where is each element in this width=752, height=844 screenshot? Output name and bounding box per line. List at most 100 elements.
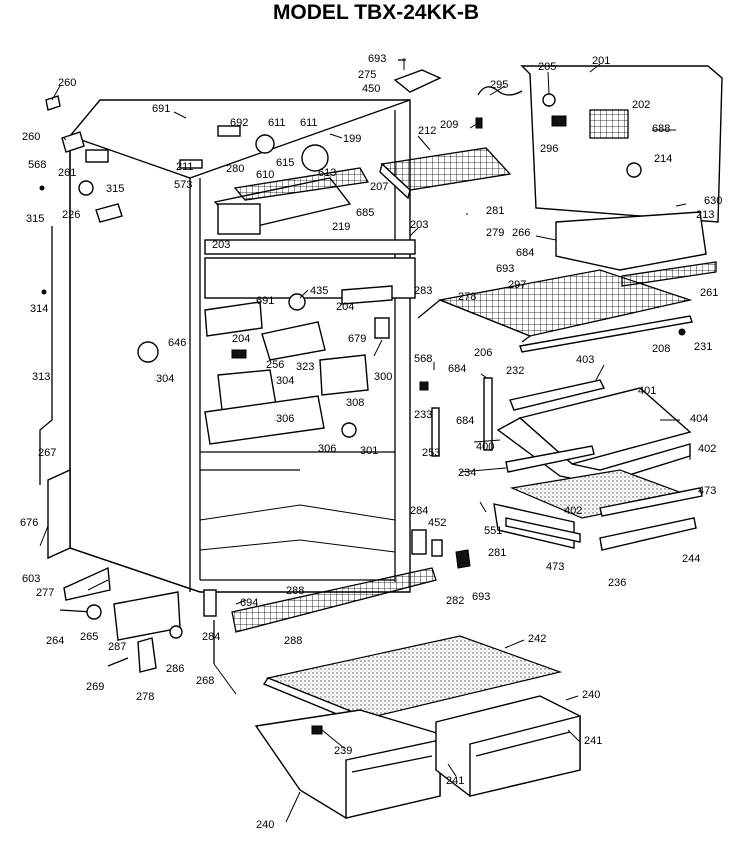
callout-304-left: 304 (156, 373, 174, 385)
trim-234 (505, 445, 595, 473)
trim-473 (599, 487, 703, 517)
callout-244: 244 (682, 553, 700, 565)
callout-676: 676 (20, 517, 38, 529)
callout-281-top: 281 (486, 205, 504, 217)
callout-615: 615 (276, 157, 294, 169)
wiring-295 (475, 86, 523, 129)
callout-286: 286 (166, 663, 184, 675)
control-bracket-204 (204, 301, 263, 337)
callout-685: 685 (356, 207, 374, 219)
callout-693-lower: 693 (472, 591, 490, 603)
callout-208: 208 (652, 343, 670, 355)
callout-403: 403 (576, 354, 594, 366)
switch-256 (231, 349, 247, 359)
callout-213: 213 (696, 209, 714, 221)
callout-630: 630 (704, 195, 722, 207)
callout-261-left: 261 (58, 167, 76, 179)
callout-226: 226 (62, 209, 80, 221)
cabinet (47, 99, 411, 593)
callout-435: 435 (310, 285, 328, 297)
callout-693: 693 (368, 53, 386, 65)
diagram-title: MODEL TBX-24KK-B (273, 1, 479, 24)
trim-473-lower (505, 517, 581, 543)
callout-278-top: 278 (458, 291, 476, 303)
callout-611-b: 611 (300, 117, 318, 129)
bin-266 (555, 211, 707, 271)
item-435 (288, 293, 306, 311)
screw-231 (678, 328, 686, 336)
callout-692: 692 (230, 117, 248, 129)
duct-212-base (379, 162, 411, 200)
callout-207: 207 (370, 181, 388, 193)
callout-282: 282 (446, 595, 464, 607)
callout-202: 202 (632, 99, 650, 111)
callout-281-lower: 281 (488, 547, 506, 559)
callout-260-left: 260 (22, 131, 40, 143)
callout-473-right: 473 (698, 485, 716, 497)
callout-300: 300 (374, 371, 392, 383)
callout-240-right: 240 (582, 689, 600, 701)
callout-691-mid: 691 (256, 295, 274, 307)
callout-284-lower: 284 (202, 631, 220, 643)
callout-679: 679 (348, 333, 366, 345)
callout-613: 613 (318, 167, 336, 179)
callout-209: 209 (440, 119, 458, 131)
callout-278-lower: 278 (136, 691, 154, 703)
light-214 (626, 162, 642, 178)
callout-267: 267 (38, 447, 56, 459)
clip-239 (311, 725, 323, 735)
callout-306-upper: 306 (276, 413, 294, 425)
callout-308: 308 (346, 397, 364, 409)
callout-400: 400 (476, 441, 494, 453)
fan-613 (301, 144, 329, 172)
knob-646 (137, 341, 159, 363)
callout-241-mid: 241 (446, 775, 464, 787)
callout-240-left: 240 (256, 819, 274, 831)
callout-304-right: 304 (276, 375, 294, 387)
callout-402-lower: 402 (564, 505, 582, 517)
block-452 (431, 539, 443, 557)
callout-450: 450 (362, 83, 380, 95)
rail-203-upper (204, 239, 416, 255)
callout-646: 646 (168, 337, 186, 349)
callout-231: 231 (694, 341, 712, 353)
callout-401: 401 (638, 385, 656, 397)
knob-205 (542, 93, 556, 107)
drawer-241-right-handle (475, 731, 571, 757)
callout-284-upper: 284 (410, 505, 428, 517)
callout-684-mid: 684 (448, 363, 466, 375)
callout-551: 551 (484, 525, 502, 537)
callout-314: 314 (30, 303, 48, 315)
callout-268: 268 (196, 675, 214, 687)
callout-297: 297 (508, 279, 526, 291)
callout-239: 239 (334, 745, 352, 757)
tube-211 (179, 159, 203, 169)
callout-693-mid: 693 (496, 263, 514, 275)
callout-295: 295 (490, 79, 508, 91)
callout-277: 277 (36, 587, 54, 599)
back-panel-201 (520, 65, 723, 223)
bulb-301 (341, 422, 357, 438)
callout-241-right: 241 (584, 735, 602, 747)
callout-206: 206 (474, 347, 492, 359)
motor-610 (255, 134, 275, 154)
callout-233: 233 (414, 409, 432, 421)
clip-282 (455, 549, 471, 569)
callout-684-lower: 684 (456, 415, 474, 427)
callout-301: 301 (360, 445, 378, 457)
callout-688: 688 (652, 123, 670, 135)
callout-288-upper: 288 (286, 585, 304, 597)
callout-287: 287 (108, 641, 126, 653)
callout-219: 219 (332, 221, 350, 233)
callout-473-lower: 473 (546, 561, 564, 573)
callout-204-lower: 204 (232, 333, 250, 345)
callout-211: 211 (176, 161, 194, 173)
callout-214: 214 (654, 153, 672, 165)
left-parts (39, 95, 123, 485)
callout-568-mid: 568 (414, 353, 432, 365)
callout-691-top: 691 (152, 103, 170, 115)
callout-199: 199 (343, 133, 361, 145)
callout-234: 234 (458, 467, 476, 479)
callout-201: 201 (592, 55, 610, 67)
